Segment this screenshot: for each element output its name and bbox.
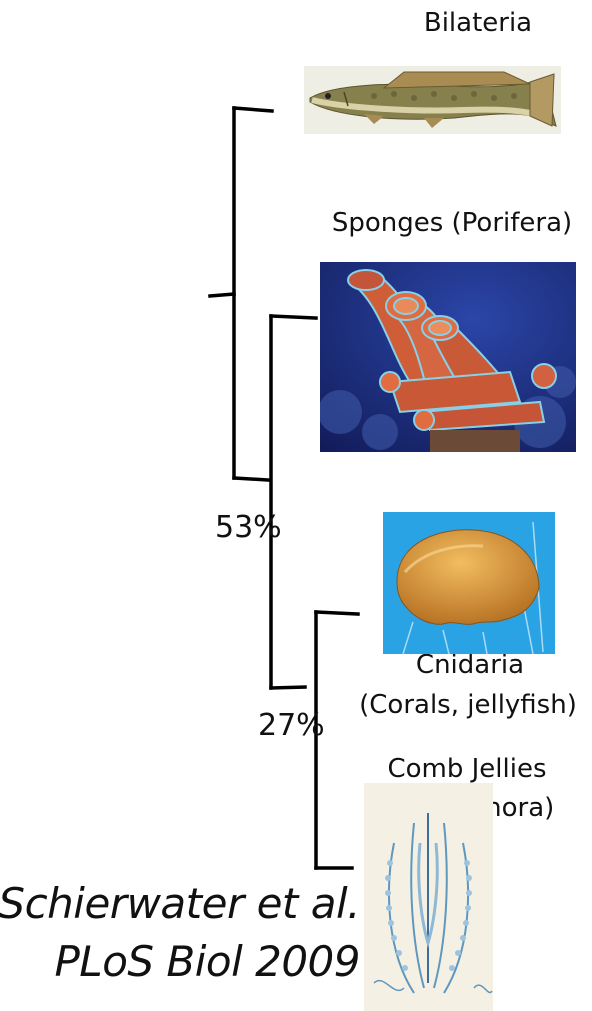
comb-jelly-illustration [364, 783, 493, 1011]
bilateria-fish-image [304, 66, 561, 134]
taxon-label-bilateria: Bilateria [408, 4, 548, 42]
support-value-27: 27% [258, 708, 325, 744]
sponge-photo [320, 262, 576, 452]
node-27-branch [271, 687, 305, 688]
citation-journal: PLoS Biol 2009 [54, 934, 360, 990]
node-53-branch [234, 478, 268, 480]
support-value-53: 53% [215, 510, 282, 546]
taxon-label-cnidaria-common: (Corals, jellyfish) [346, 686, 590, 724]
bilateria-branch [234, 108, 272, 111]
sponges-branch [271, 316, 316, 318]
jellyfish-photo [383, 512, 555, 654]
root-branch [210, 294, 234, 296]
taxon-label-sponges: Sponges (Porifera) [314, 204, 590, 242]
citation-authors: Schierwater et al. [0, 876, 360, 932]
cnidaria-branch [316, 612, 358, 614]
